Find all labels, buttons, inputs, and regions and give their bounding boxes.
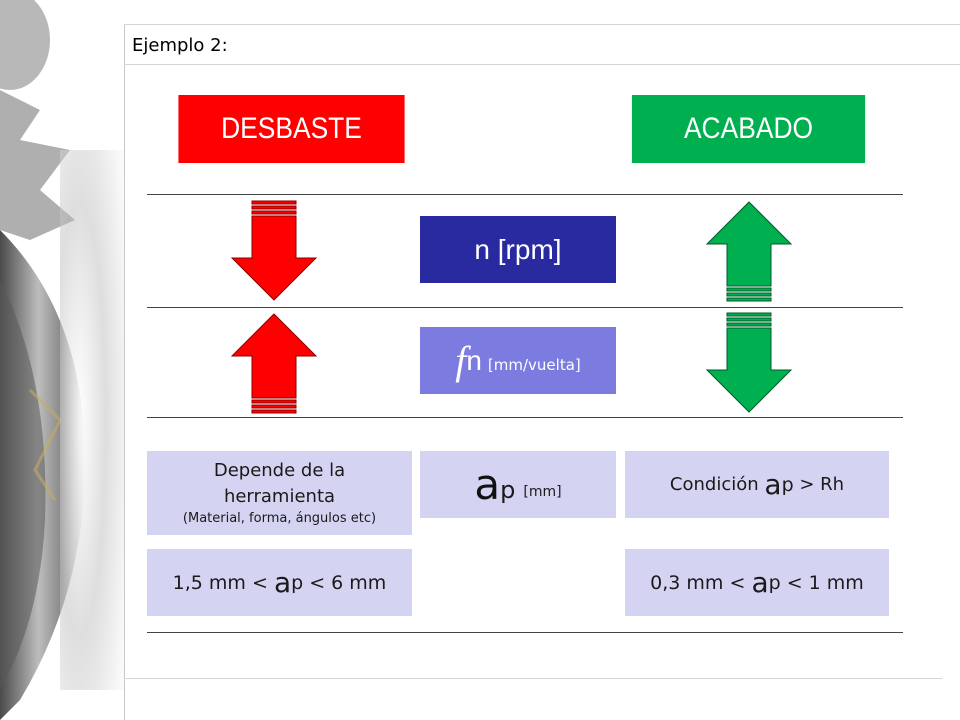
- gear-decoration: [0, 0, 125, 720]
- gear-icon: [0, 0, 125, 720]
- depth-note-detail: (Material, forma, ángulos etc): [182, 511, 377, 526]
- feed-symbol: f: [455, 338, 467, 383]
- depth-box: a p [mm]: [420, 451, 616, 518]
- speed-box: n [rpm]: [420, 216, 616, 283]
- range-suffix: < 6 mm: [303, 571, 387, 594]
- condition-suffix: > Rh: [793, 474, 845, 495]
- row-separator: [147, 632, 903, 633]
- slide-title: Ejemplo 2:: [132, 35, 228, 56]
- condition-symbol: a: [764, 468, 782, 501]
- speed-label: n [rpm]: [474, 233, 562, 265]
- depth-subscript: p: [500, 475, 516, 504]
- range-prefix: 0,3 mm <: [650, 571, 752, 594]
- desbaste-header: DESBASTE: [178, 95, 405, 163]
- depth-note-text: Depende de la herramienta: [213, 460, 346, 507]
- frame-top-line: [124, 24, 960, 25]
- range-suffix: < 1 mm: [780, 571, 864, 594]
- title-separator: [124, 64, 960, 65]
- frame-bottom-line: [124, 678, 942, 679]
- desbaste-range: 1,5 mm < a p < 6 mm: [147, 549, 412, 616]
- depth-symbol: a: [474, 460, 501, 509]
- range-symbol: a: [751, 566, 769, 599]
- row-separator: [147, 194, 903, 195]
- row-separator: [147, 417, 903, 418]
- range-prefix: 1,5 mm <: [172, 571, 274, 594]
- condition-subscript: p: [781, 473, 794, 496]
- row-separator: [147, 307, 903, 308]
- arrow-up-icon: [705, 201, 793, 302]
- depth-unit: [mm]: [523, 483, 562, 500]
- arrow-down-icon: [705, 312, 793, 413]
- range-subscript: p: [768, 571, 781, 594]
- acabado-condition: Condición a p > Rh: [625, 451, 889, 518]
- range-symbol: a: [273, 566, 292, 599]
- arrow-down-icon: [230, 200, 318, 301]
- condition-prefix: Condición: [669, 474, 765, 495]
- frame-left-line: [124, 24, 125, 720]
- feed-unit: [mm/vuelta]: [487, 355, 581, 374]
- feed-box: f n [mm/vuelta]: [420, 327, 616, 394]
- acabado-header: ACABADO: [631, 95, 866, 163]
- feed-subscript: n: [466, 344, 482, 376]
- acabado-range: 0,3 mm < a p < 1 mm: [625, 549, 889, 616]
- range-subscript: p: [291, 571, 304, 594]
- arrow-up-icon: [230, 313, 318, 414]
- desbaste-depth-note: Depende de la herramienta (Material, for…: [147, 451, 412, 535]
